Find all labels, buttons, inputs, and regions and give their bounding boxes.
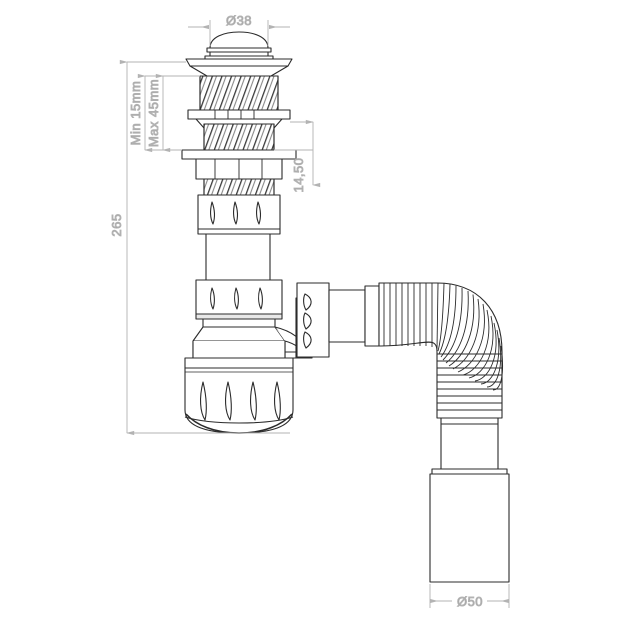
pop-up-waste-cap <box>204 31 274 60</box>
upper-threaded-shank <box>199 75 279 111</box>
backnut <box>181 149 297 180</box>
outlet-socket <box>429 468 510 583</box>
hose-outlet-tube <box>440 417 499 470</box>
dimension-bottom-diameter-label: Ø50 <box>457 594 483 609</box>
dimension-offset-label: 14,50 <box>291 157 306 192</box>
dimension-max-thickness: Max 45mm <box>146 73 171 153</box>
waste-flange <box>185 58 293 77</box>
grip-ribbed-nut <box>195 279 283 328</box>
shank-thread-lower <box>203 178 275 196</box>
lower-threaded-shank <box>203 123 275 151</box>
ribbed-outlet-nut <box>296 282 330 358</box>
bottle-trap-cup <box>184 357 294 434</box>
dimension-layer: Ø38 265 Min 15mm Max 45mm 14,50 <box>109 13 510 609</box>
flexible-corrugated-hose <box>378 282 504 419</box>
dimension-top-diameter-label: Ø38 <box>226 13 252 28</box>
dimension-top-diameter: Ø38 <box>188 13 290 46</box>
dimension-min-thickness-label: Min 15mm <box>128 81 143 146</box>
dimension-max-thickness-label: Max 45mm <box>146 79 161 147</box>
riser-tube <box>205 233 271 281</box>
hose-inlet-sleeve <box>328 285 380 347</box>
dimension-overall-height-label: 265 <box>109 213 124 236</box>
part-geometry <box>181 31 510 583</box>
dimension-min-thickness: Min 15mm <box>128 73 200 153</box>
grip-ribbed-collar <box>197 194 281 235</box>
dimension-overall-height: 265 <box>109 59 290 436</box>
dimension-bottom-diameter: Ø50 <box>429 584 510 609</box>
dimension-offset: 14,50 <box>274 119 321 193</box>
